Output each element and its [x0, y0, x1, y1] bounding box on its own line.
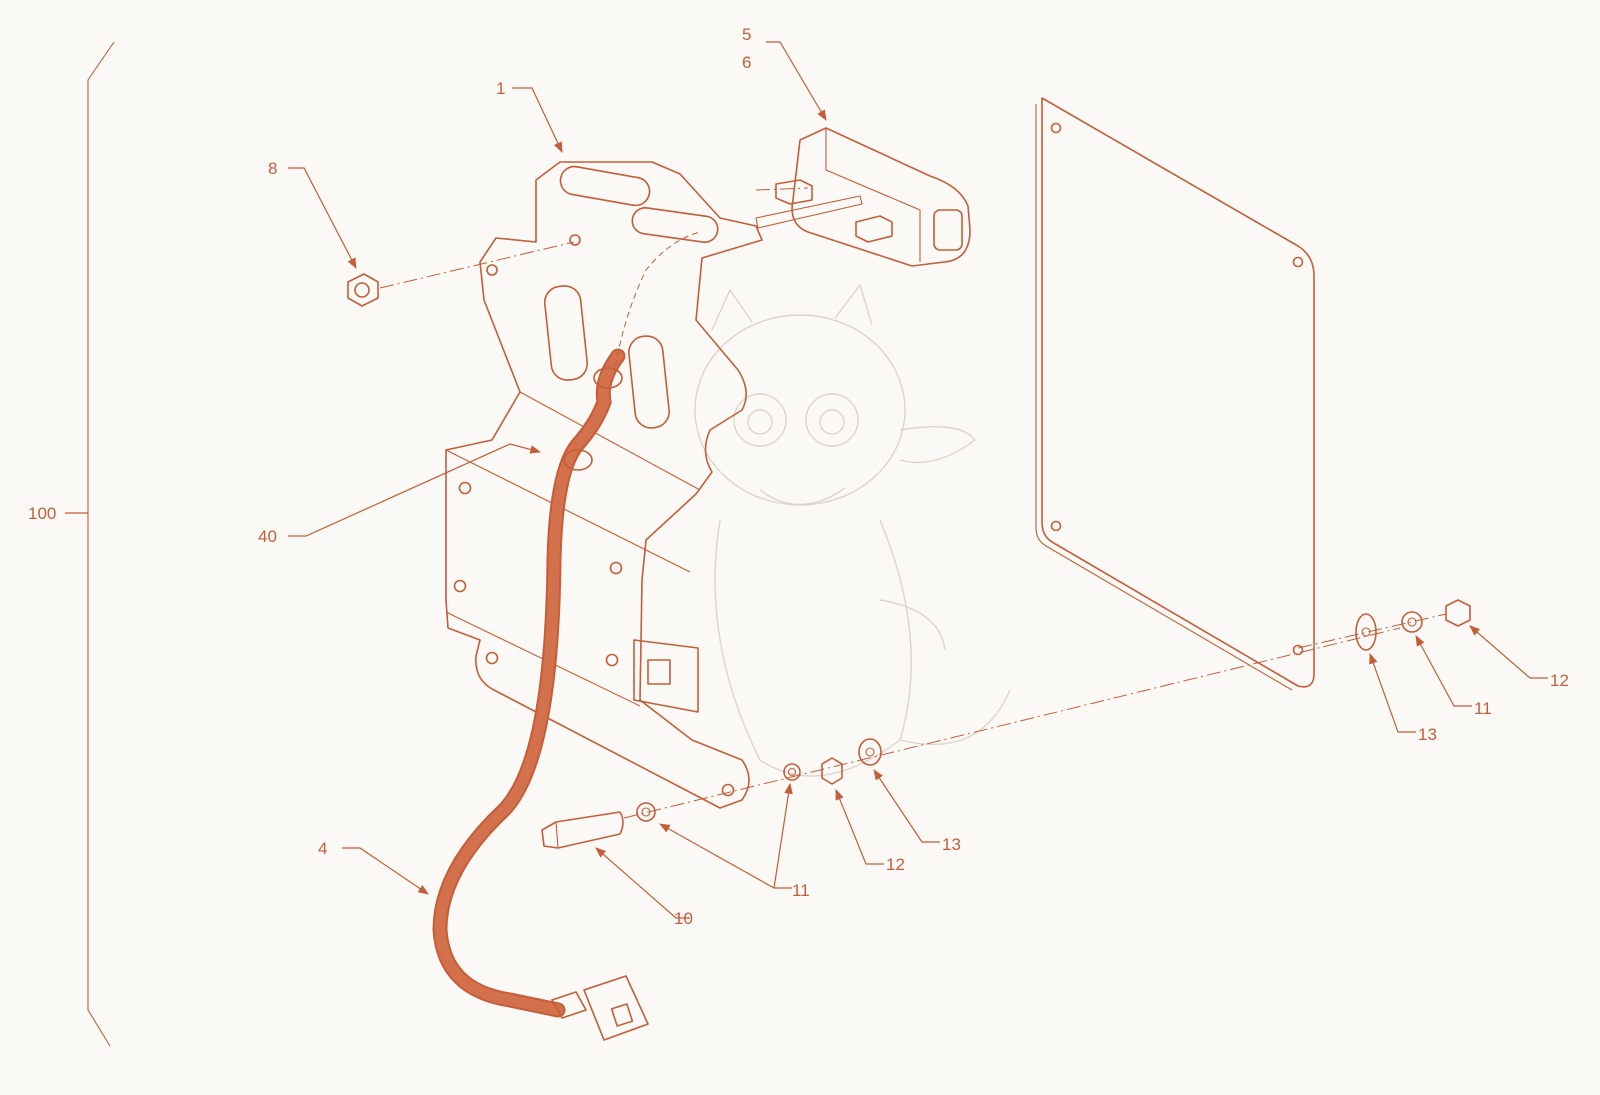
right-flat-washer: [1355, 613, 1377, 651]
callout-11-lower: 11: [792, 881, 810, 900]
lower-hex-nut: [821, 757, 843, 785]
callout-5: 5: [742, 25, 751, 44]
lower-lock-washer: [783, 763, 801, 781]
callout-leaders: [288, 41, 1548, 919]
callout-12-lower: 12: [886, 855, 905, 874]
assembly-bracket-line: [65, 41, 115, 1047]
callout-12-right: 12: [1550, 671, 1569, 690]
callout-4: 4: [318, 839, 327, 858]
right-hex-nut: [1445, 599, 1471, 627]
callout-1: 1: [496, 79, 505, 98]
callout-13-lower: 13: [942, 835, 961, 854]
dragon-mascot-icon: [694, 283, 1011, 777]
callout-10: 10: [674, 909, 693, 928]
top-hex-nut: [347, 273, 379, 307]
callout-6: 6: [742, 53, 751, 72]
wire-harness-cable: [432, 348, 626, 1018]
right-lock-washer: [1401, 611, 1423, 633]
callout-40: 40: [258, 527, 277, 546]
mounting-bracket: [445, 161, 763, 809]
callout-13-right: 13: [1418, 725, 1437, 744]
bolt: [541, 811, 624, 849]
lock-washer-bolt-side: [636, 802, 656, 822]
callout-100: 100: [28, 504, 56, 523]
lower-flat-washer: [858, 738, 882, 766]
connector-housing: [755, 127, 971, 267]
cable-end-plug: [551, 975, 649, 1041]
callout-11-right: 11: [1474, 699, 1492, 718]
cover-plate: [1035, 97, 1315, 691]
callout-8: 8: [268, 159, 277, 178]
assembly-centerlines: [379, 187, 1447, 819]
